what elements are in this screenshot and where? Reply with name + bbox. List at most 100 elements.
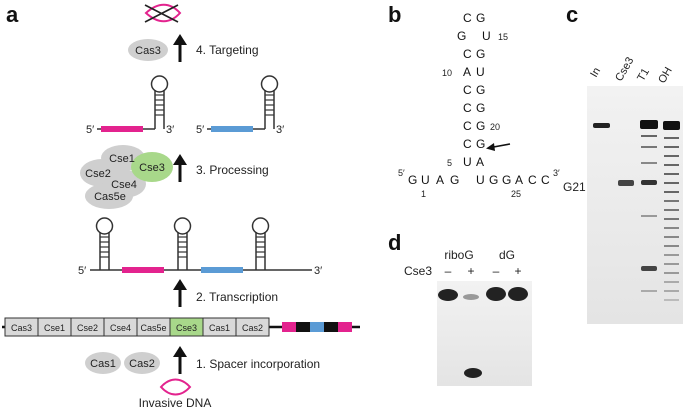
svg-text:U: U: [476, 173, 485, 187]
svg-text:A: A: [436, 173, 444, 187]
cleaved-dna-icon: [144, 3, 182, 23]
svg-text:Cas2: Cas2: [242, 323, 263, 333]
svg-text:5′: 5′: [196, 124, 204, 136]
panel-d: d riboG dG Cse3 – + – +: [388, 230, 532, 386]
svg-text:C: C: [541, 173, 550, 187]
svg-text:G: G: [476, 83, 485, 97]
panel-a: a Cas3 4. Targeting 5′ 3′: [2, 2, 360, 410]
svg-text:5′: 5′: [86, 124, 94, 136]
svg-text:3′: 3′: [553, 168, 560, 178]
svg-text:G: G: [457, 29, 466, 43]
svg-text:10: 10: [442, 68, 452, 78]
panel-b: b C G G U 15 C G 10 A U C G C G C G 20 C…: [388, 2, 560, 199]
svg-text:25: 25: [511, 189, 521, 199]
svg-text:G: G: [476, 11, 485, 25]
cleavage-arrow-icon: [486, 143, 511, 151]
svg-text:A: A: [515, 173, 523, 187]
panel-d-label: d: [388, 230, 401, 255]
svg-text:U: U: [463, 155, 472, 169]
group-label-dG: dG: [499, 248, 515, 262]
svg-text:Cse4: Cse4: [110, 323, 131, 333]
svg-text:–: –: [493, 264, 500, 278]
svg-text:U: U: [476, 65, 485, 79]
svg-text:Cse3: Cse3: [139, 162, 165, 174]
svg-text:C: C: [463, 101, 472, 115]
cas2-protein: [124, 352, 160, 374]
svg-text:G: G: [476, 47, 485, 61]
svg-text:Cas3: Cas3: [11, 323, 32, 333]
svg-text:–: –: [445, 264, 452, 278]
svg-text:1: 1: [421, 189, 426, 199]
band-label-g21: G21: [563, 180, 586, 194]
up-arrow-icon: [173, 279, 187, 307]
svg-text:U: U: [482, 29, 491, 43]
gel-c-bands: [593, 120, 680, 301]
up-arrow-icon: [173, 346, 187, 374]
panel-b-label: b: [388, 2, 401, 27]
svg-text:Cas1: Cas1: [209, 323, 230, 333]
svg-text:15: 15: [498, 32, 508, 42]
svg-text:G: G: [476, 101, 485, 115]
cas3-label: Cas3: [135, 45, 161, 57]
svg-text:G: G: [502, 173, 511, 187]
crrna-pink: 5′ 3′: [86, 75, 174, 136]
lane-label-cse3: Cse3: [613, 55, 636, 83]
svg-text:C: C: [463, 47, 472, 61]
svg-text:3′: 3′: [276, 124, 284, 136]
step-processing: 3. Processing: [196, 163, 269, 177]
invasive-dna-label: Invasive DNA: [139, 396, 212, 410]
svg-text:G: G: [450, 173, 459, 187]
cas1-protein: [85, 352, 121, 374]
step-targeting: 4. Targeting: [196, 43, 259, 57]
svg-text:A: A: [463, 65, 471, 79]
svg-text:3′: 3′: [166, 124, 174, 136]
svg-text:Cse2: Cse2: [85, 168, 111, 180]
svg-text:Cse4: Cse4: [111, 179, 137, 191]
svg-text:Cse3: Cse3: [176, 323, 197, 333]
svg-text:5′: 5′: [398, 168, 405, 178]
svg-text:G: G: [476, 119, 485, 133]
svg-text:Cas2: Cas2: [129, 358, 155, 370]
step-transcription: 2. Transcription: [196, 290, 278, 304]
cas-operon: Cas3 Cse1 Cse2 Cse4 Cas5e Cse3 Cas1 Cas2: [2, 317, 360, 337]
crrna-blue: 5′ 3′: [196, 75, 284, 136]
svg-text:Cse1: Cse1: [44, 323, 65, 333]
svg-text:5: 5: [447, 158, 452, 168]
gel-d-bands: [438, 287, 528, 378]
pre-crrna: 5′ 3′: [78, 217, 322, 277]
group-label-riboG: riboG: [444, 248, 473, 262]
invasive-dna-icon: [159, 378, 192, 396]
svg-text:Cas5e: Cas5e: [140, 323, 166, 333]
svg-text:20: 20: [490, 122, 500, 132]
cas3-protein: [128, 39, 168, 61]
svg-text:+: +: [514, 264, 521, 278]
svg-text:C: C: [463, 137, 472, 151]
panel-c-label: c: [566, 2, 578, 27]
svg-text:C: C: [463, 119, 472, 133]
lane-label-in: In: [588, 66, 603, 80]
svg-text:Cse1: Cse1: [109, 153, 135, 165]
svg-text:U: U: [421, 173, 430, 187]
svg-text:Cse2: Cse2: [77, 323, 98, 333]
svg-text:G: G: [489, 173, 498, 187]
panel-c: c In Cse3 T1 OH G21: [563, 2, 683, 324]
svg-text:C: C: [463, 83, 472, 97]
panel-a-label: a: [6, 2, 19, 27]
up-arrow-icon: [173, 154, 187, 182]
svg-text:G: G: [476, 137, 485, 151]
svg-text:5′: 5′: [78, 265, 86, 277]
svg-text:C: C: [528, 173, 537, 187]
svg-text:Cas5e: Cas5e: [94, 191, 126, 203]
svg-text:3′: 3′: [314, 265, 322, 277]
svg-text:G: G: [408, 173, 417, 187]
step-spacer: 1. Spacer incorporation: [196, 357, 320, 371]
svg-text:Cas1: Cas1: [90, 358, 116, 370]
cascade-complex: Cse1 Cse2 Cse3 Cse4 Cas5e: [80, 145, 173, 209]
lane-label-t1: T1: [635, 66, 652, 83]
row-label-cse3: Cse3: [404, 264, 432, 278]
svg-text:C: C: [463, 11, 472, 25]
svg-text:+: +: [467, 264, 474, 278]
up-arrow-icon: [173, 34, 187, 62]
lane-label-oh: OH: [656, 65, 675, 85]
